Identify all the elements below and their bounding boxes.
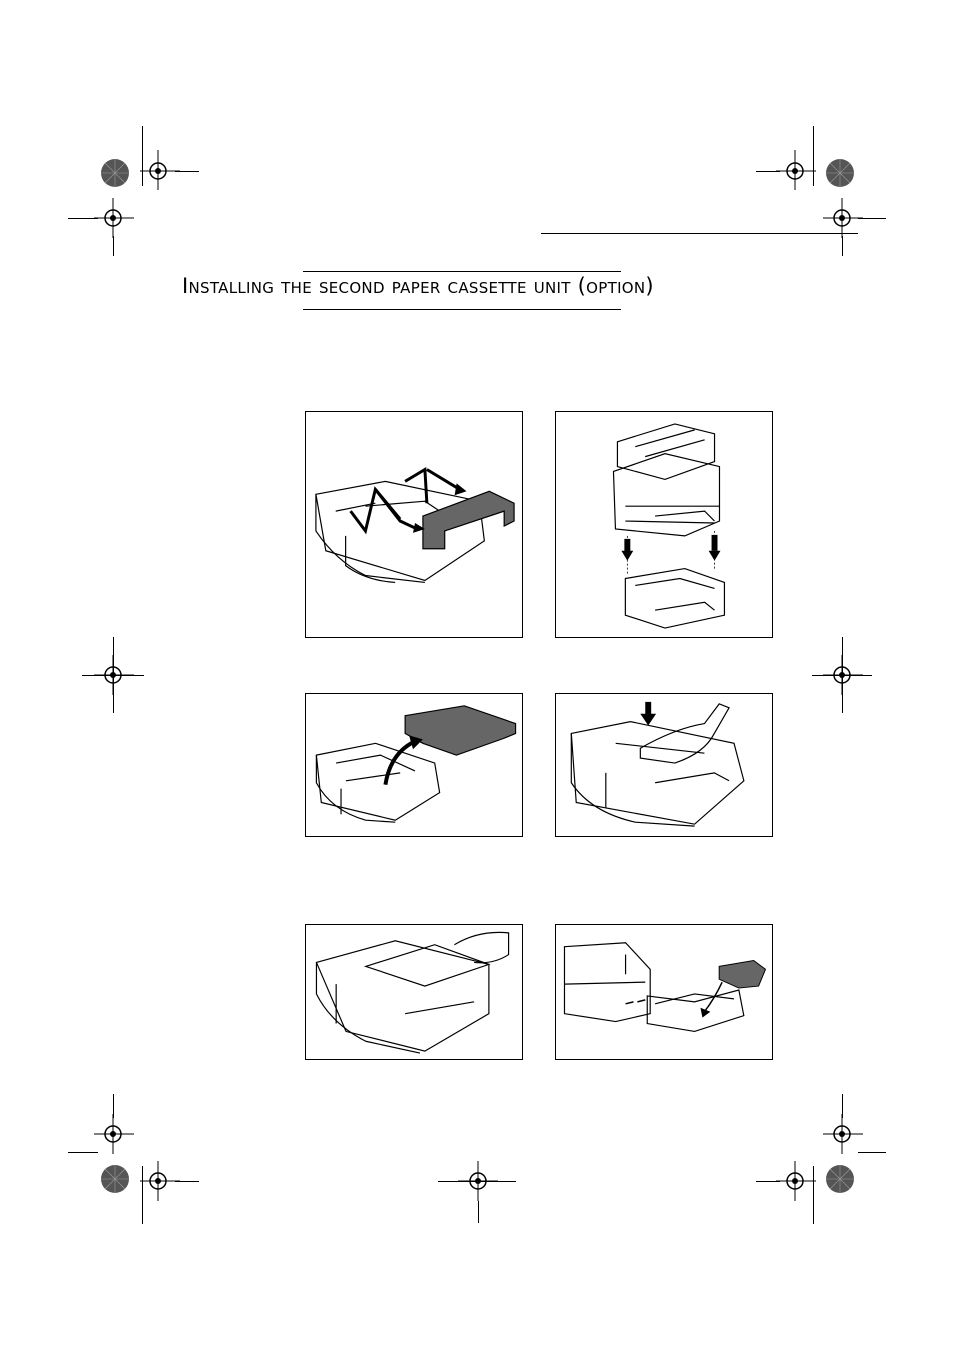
hand-press-icon xyxy=(556,694,772,836)
color-wheel-icon xyxy=(100,1164,130,1194)
crop-line xyxy=(813,126,814,186)
crop-line xyxy=(756,1181,780,1182)
press-paper-plate-illustration xyxy=(555,693,773,837)
crop-line xyxy=(68,218,98,219)
crop-line xyxy=(756,171,780,172)
crop-line xyxy=(142,126,143,186)
crop-line xyxy=(858,218,886,219)
cassette-insert-icon xyxy=(556,925,772,1059)
crop-line xyxy=(842,637,843,713)
crop-line xyxy=(842,236,843,256)
paper-loading-icon xyxy=(306,925,522,1059)
crop-line xyxy=(113,236,114,256)
color-wheel-icon xyxy=(100,158,130,188)
crop-line xyxy=(858,1152,886,1153)
page-title: Installing the second paper cassette uni… xyxy=(182,274,654,298)
registration-mark-icon xyxy=(776,150,816,190)
cassette-lid-icon xyxy=(306,694,522,836)
registration-mark-icon xyxy=(823,1114,863,1154)
title-rule-top xyxy=(303,271,621,272)
header-rule xyxy=(541,233,858,234)
insert-cassette-illustration xyxy=(555,924,773,1060)
registration-mark-icon xyxy=(776,1161,816,1201)
crop-line xyxy=(842,1094,843,1118)
crop-line xyxy=(478,1201,479,1223)
cassette-lid-removal-illustration xyxy=(305,693,523,837)
crop-line xyxy=(175,1181,199,1182)
registration-mark-icon xyxy=(140,1161,180,1201)
color-wheel-icon xyxy=(825,1164,855,1194)
printer-on-cassette-unit-illustration xyxy=(555,411,773,638)
registration-mark-icon xyxy=(94,1114,134,1154)
crop-line xyxy=(175,171,199,172)
registration-mark-icon xyxy=(140,150,180,190)
crop-line xyxy=(813,1166,814,1224)
cassette-cover-removal-icon xyxy=(306,412,522,637)
load-paper-illustration xyxy=(305,924,523,1060)
crop-line xyxy=(438,1181,516,1182)
crop-line xyxy=(113,1094,114,1118)
printer-stack-icon xyxy=(556,412,772,637)
crop-line xyxy=(142,1166,143,1224)
crop-line xyxy=(68,1152,98,1153)
registration-mark-icon xyxy=(94,198,134,238)
cassette-cover-removal-illustration xyxy=(305,411,523,638)
registration-mark-icon xyxy=(823,198,863,238)
color-wheel-icon xyxy=(825,158,855,188)
title-rule-bottom xyxy=(303,309,621,310)
crop-line xyxy=(113,637,114,713)
